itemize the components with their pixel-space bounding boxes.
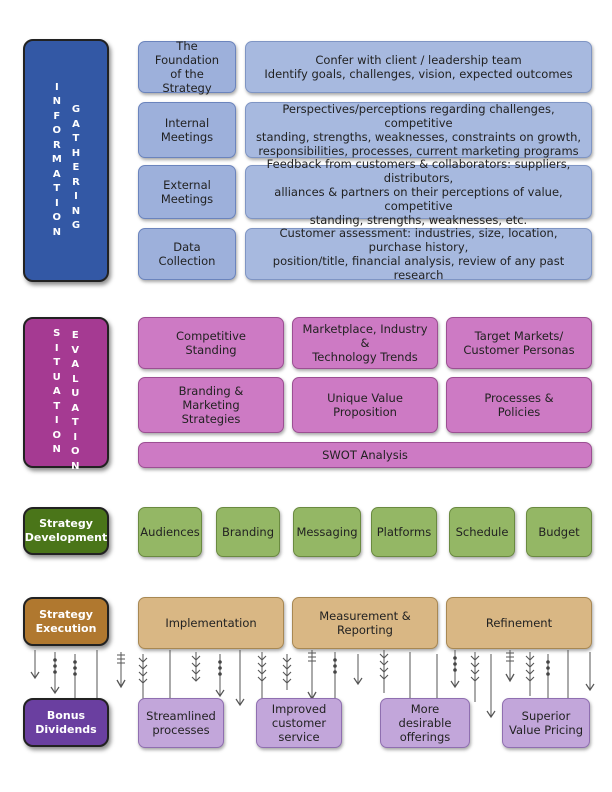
swot-analysis-box: SWOT Analysis	[138, 442, 592, 468]
vertical-letter: E	[71, 330, 79, 341]
strategy-development-label: Strategy Development	[23, 507, 109, 555]
vertical-letter: N	[71, 205, 81, 217]
vertical-letter: O	[52, 212, 62, 224]
vertical-letter: N	[71, 460, 80, 472]
vertical-letter: I	[73, 431, 78, 443]
vertical-letter: I	[54, 415, 59, 427]
vertical-letter: H	[71, 147, 81, 159]
strategy-execution-label: Strategy Execution	[23, 597, 109, 646]
marketplace-trends-box: Marketplace, Industry & Technology Trend…	[292, 317, 438, 369]
target-markets-box: Target Markets/ Customer Personas	[446, 317, 592, 369]
vertical-letter: A	[52, 386, 61, 398]
unique-value-box: Unique Value Proposition	[292, 377, 438, 433]
more-desirable-offerings-box: More desirable offerings	[380, 698, 470, 748]
vertical-letter: G	[71, 220, 81, 232]
refinement-box: Refinement	[446, 597, 592, 649]
vertical-letter: O	[52, 429, 61, 441]
arrow	[353, 654, 363, 686]
vertical-letter: N	[52, 226, 61, 238]
branding-marketing-box: Branding & Marketing Strategies	[138, 377, 284, 433]
data-collection-label: Data Collection	[138, 228, 236, 280]
vertical-letter: O	[71, 446, 80, 457]
improved-customer-service-box: Improved customer service	[256, 698, 342, 748]
arrow	[505, 650, 515, 683]
vertical-letter: R	[72, 176, 80, 188]
processes-policies-box: Processes & Policies	[446, 377, 592, 433]
arrow	[307, 650, 317, 701]
vertical-letter: U	[71, 388, 80, 399]
vertical-letter: G	[71, 104, 81, 116]
schedule-box: Schedule	[449, 507, 515, 557]
arrow	[235, 650, 245, 707]
competitive-standing-box: Competitive Standing	[138, 317, 284, 369]
budget-box: Budget	[526, 507, 592, 557]
vertical-letter: I	[54, 342, 59, 354]
vertical-letter: T	[71, 417, 79, 428]
arrow	[116, 652, 126, 689]
foundation-label: The Foundation of the Strategy	[138, 39, 236, 95]
arrow	[450, 650, 460, 689]
vertical-letter: O	[52, 125, 62, 137]
arrow	[525, 652, 535, 696]
vertical-letter: L	[72, 373, 79, 385]
internal-meetings-label: Internal Meetings	[138, 102, 236, 158]
external-meetings-label: External Meetings	[138, 165, 236, 219]
arrow	[486, 654, 496, 719]
arrow	[191, 652, 201, 682]
vertical-letter: A	[72, 118, 80, 130]
vertical-letter: A	[71, 402, 80, 414]
vertical-letter: M	[51, 154, 62, 166]
implementation-box: Implementation	[138, 597, 284, 649]
vertical-letter: I	[54, 197, 59, 209]
arrow	[138, 654, 148, 702]
vertical-letter: I	[54, 81, 59, 93]
vertical-letter: R	[52, 139, 61, 151]
vertical-letter: N	[52, 96, 61, 108]
vertical-letter: E	[72, 162, 80, 174]
arrow	[215, 654, 225, 698]
vertical-letter: S	[53, 328, 61, 340]
arrow	[379, 650, 389, 693]
measurement-reporting-box: Measurement & Reporting	[292, 597, 438, 649]
superior-value-pricing-box: Superior Value Pricing	[502, 698, 590, 748]
vertical-letter: V	[71, 344, 80, 356]
data-collection-description: Customer assessment: industries, size, l…	[245, 226, 592, 282]
streamlined-processes-box: Streamlined processes	[138, 698, 224, 748]
arrow	[282, 654, 292, 690]
platforms-box: Platforms	[371, 507, 437, 557]
arrow	[30, 650, 40, 680]
vertical-letter: T	[53, 183, 61, 195]
arrow	[50, 652, 60, 695]
vertical-letter: T	[72, 133, 80, 145]
vertical-letter: T	[53, 400, 61, 412]
messaging-box: Messaging	[293, 507, 361, 557]
vertical-letter: A	[52, 168, 61, 180]
arrow	[470, 652, 480, 702]
arrow	[585, 652, 595, 692]
vertical-letter: A	[71, 359, 80, 370]
audiences-box: Audiences	[138, 507, 202, 557]
vertical-letter: F	[53, 110, 61, 122]
vertical-letter: I	[74, 191, 78, 203]
bonus-dividends-label: Bonus Dividends	[23, 698, 109, 747]
branding-box: Branding	[216, 507, 280, 557]
vertical-letter: U	[52, 371, 61, 383]
vertical-letter: N	[52, 444, 61, 456]
vertical-letter: T	[53, 357, 61, 369]
internal-meetings-description: Perspectives/perceptions regarding chall…	[245, 102, 592, 158]
foundation-description: Confer with client / leadership team Ide…	[245, 41, 592, 93]
